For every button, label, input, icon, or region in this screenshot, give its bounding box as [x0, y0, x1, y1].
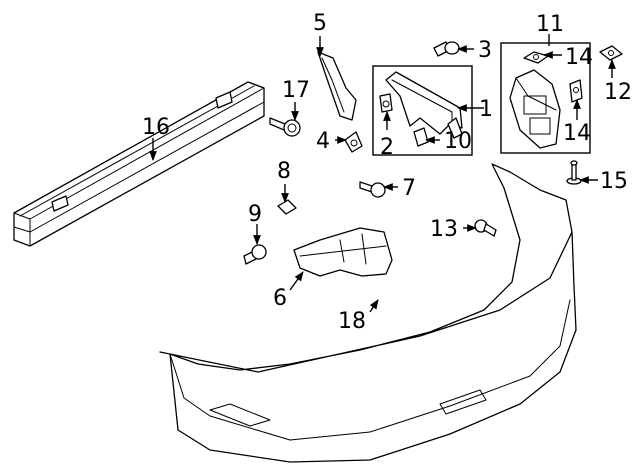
- clip-part-8: [277, 199, 297, 215]
- nut-part-14-lower: [569, 79, 583, 103]
- group-box-1: [372, 65, 473, 156]
- callout-13: 13: [430, 217, 458, 242]
- callout-8: 8: [277, 159, 291, 184]
- callout-18: 18: [338, 309, 366, 334]
- callout-6: 6: [273, 286, 287, 311]
- callout-11: 11: [536, 12, 564, 37]
- trim-strip-part-5: [317, 51, 357, 121]
- screw-part-7: [359, 181, 386, 198]
- callout-3: 3: [478, 38, 492, 63]
- callout-15: 15: [600, 169, 628, 194]
- screw-part-3: [433, 41, 460, 57]
- reinforcement-bar-part: [13, 81, 265, 247]
- callout-12: 12: [604, 80, 632, 105]
- bumper-cover-part: [159, 163, 577, 463]
- callout-14-lower: 14: [563, 121, 591, 146]
- callout-5: 5: [313, 11, 327, 36]
- bracket-part-11: [509, 69, 561, 149]
- callout-14-upper: 14: [565, 45, 593, 70]
- clip-part-2: [379, 93, 393, 113]
- bolt-part-17: [269, 117, 301, 137]
- callout-4: 4: [316, 129, 330, 154]
- callout-7: 7: [402, 176, 416, 201]
- callout-16: 16: [142, 115, 170, 140]
- nut-part-10: [413, 127, 429, 147]
- clip-part-4: [344, 131, 363, 153]
- pin-part-15: [566, 160, 582, 185]
- callout-10: 10: [444, 129, 472, 154]
- callout-17: 17: [282, 78, 310, 103]
- leader-lines: [149, 34, 616, 313]
- bracket-part-1: [385, 71, 463, 139]
- bolt-part-13: [474, 219, 497, 237]
- callout-9: 9: [248, 202, 262, 227]
- bracket-part-6: [293, 227, 393, 277]
- bolt-part-9: [243, 244, 267, 265]
- clip-part-12: [599, 45, 623, 61]
- callout-2: 2: [380, 135, 394, 160]
- nut-part-14-upper: [523, 51, 549, 64]
- group-box-11: [500, 42, 591, 154]
- callout-1: 1: [479, 97, 493, 122]
